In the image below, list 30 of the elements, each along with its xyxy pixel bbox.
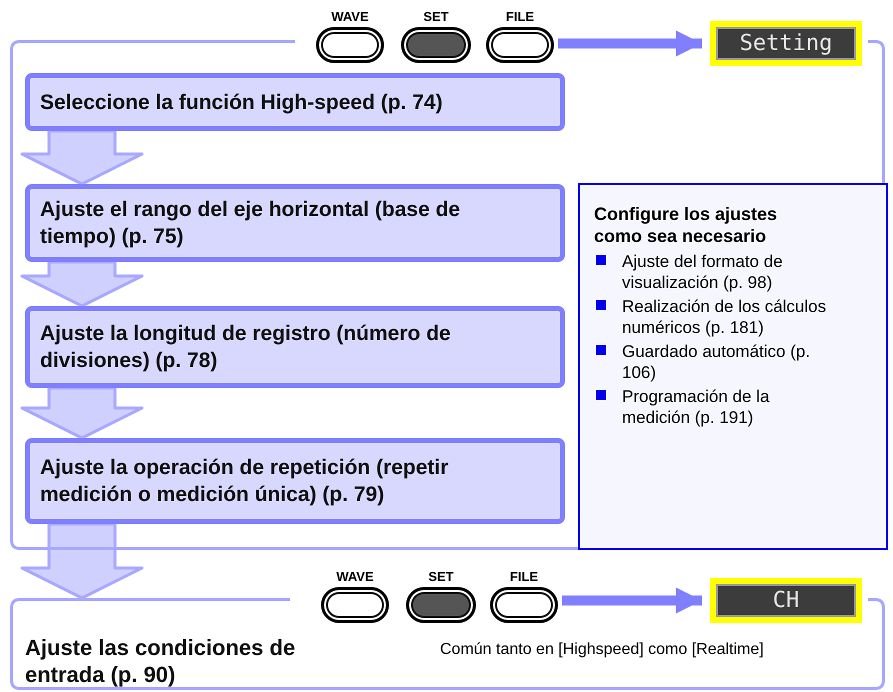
step-text: Ajuste el rango del eje horizontal (base de tiempo) (p. 75): [40, 197, 462, 250]
step-text: Ajuste la operación de repetición (repetir medición o medición única) (p. 79): [40, 455, 450, 508]
step-box: [25, 184, 565, 262]
step-box: [25, 438, 565, 524]
flow-chevron: [20, 522, 144, 600]
flow-chevron: [20, 260, 144, 308]
key-label: WAVE: [331, 10, 369, 24]
key-label: SET: [428, 570, 454, 584]
list-item-text: Ajuste del formato de visualización (p. 98): [622, 252, 783, 292]
step-text: Seleccione la función High-speed (p. 74): [40, 90, 443, 116]
screen-label: CH: [710, 578, 862, 623]
step-text: Ajuste la longitud de registro (número de divisiones) (p. 78): [40, 321, 452, 374]
list-item-text: Guardado automático (p. 106): [622, 342, 810, 382]
arrow: [562, 588, 702, 614]
step-text: Ajuste las condiciones de entrada (p. 90): [25, 634, 296, 688]
step-box: [25, 73, 565, 131]
flow-chevron: [20, 130, 144, 186]
key-label: SET: [423, 10, 449, 24]
note-panel: [578, 183, 888, 550]
flow-chevron: [20, 386, 144, 440]
key-label: FILE: [510, 570, 538, 584]
note-text: Común tanto en [Highspeed] como [Realtime]: [440, 641, 764, 659]
key-label: WAVE: [336, 570, 374, 584]
list-item-text: Programación de la medición (p. 191): [622, 387, 770, 427]
arrow: [558, 30, 702, 56]
screen-label: Setting: [710, 21, 862, 66]
list-item-text: Realización de los cálculos numéricos (p. 181): [622, 297, 826, 337]
note-heading: Configure los ajustes como sea necesario: [594, 203, 778, 247]
key-label: FILE: [506, 10, 534, 24]
step-box: [25, 306, 565, 388]
